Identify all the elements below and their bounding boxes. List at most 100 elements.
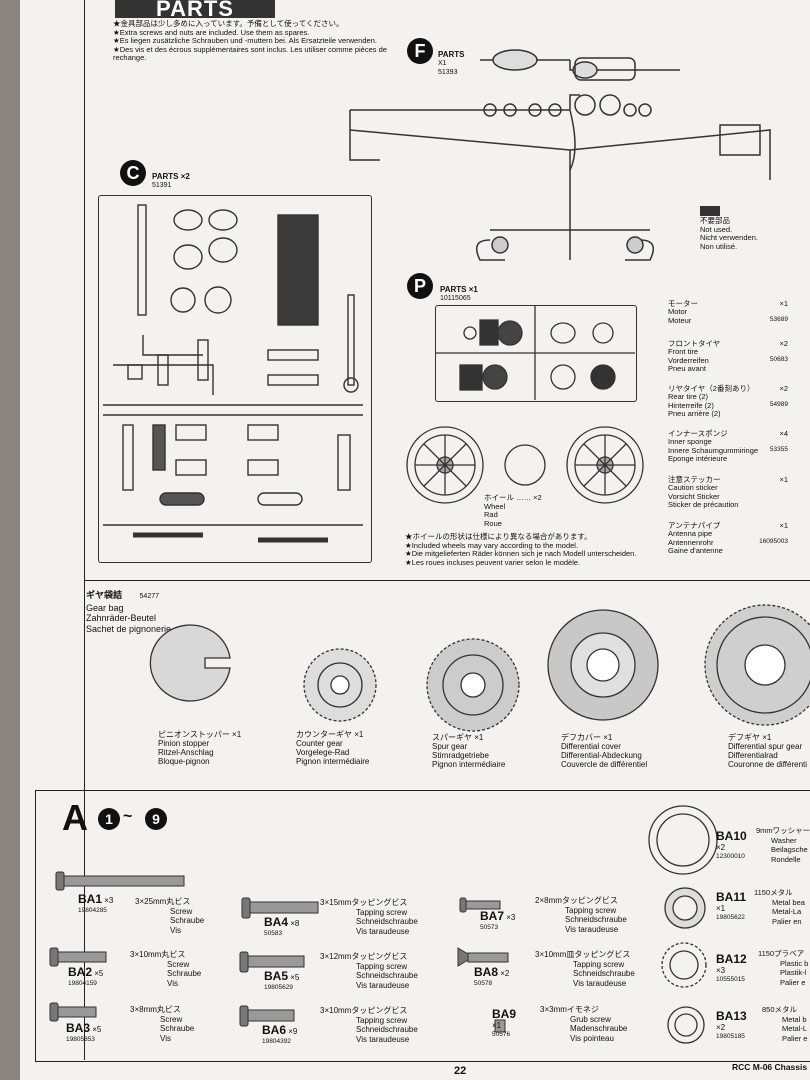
ba7-jp: 2×8mmタッピングビス [535, 896, 618, 905]
item-sticker-qty: ×1 [779, 475, 788, 484]
gear-bag-de: Zahnräder-Beutel [86, 613, 157, 623]
ba4-num: 50583 [264, 929, 283, 937]
item-front-tire-code: 50683 [769, 356, 788, 363]
ba13-num: 19805185 [716, 1033, 745, 1040]
gear-diff-cover: デフカバー ×1 Differential cover Differential… [561, 733, 647, 769]
item-motor: モーター Motor Moteur ×1 53689 [668, 299, 788, 325]
parts-f-code: 51393 [438, 69, 458, 76]
ba8-num: 50578 [474, 979, 493, 987]
ba10-qty: ×2 [716, 842, 726, 852]
gear-diffspur-de: Differentialrad [728, 751, 778, 760]
gear-spur-de: Stirnradgetriebe [432, 751, 489, 760]
ba5-de: Schneidschraube [356, 971, 418, 980]
item-motor-qty: ×1 [779, 299, 788, 308]
page-number: 22 [454, 1065, 467, 1077]
ba2-de: Schraube [167, 969, 202, 978]
parts-p-badge: P [407, 273, 433, 299]
gear-diffspur-en: Differential spur gear [728, 742, 803, 751]
ba4-de: Schneidschraube [356, 917, 418, 926]
gear-spur-en: Spur gear [432, 742, 468, 751]
parts-c-title: PARTS ×2 [152, 172, 190, 181]
wheel-fr: Roue [484, 518, 502, 528]
ba11-qty: ×1 [716, 903, 726, 913]
ba10-de: Beilagsche [771, 845, 808, 854]
ba10-jp: 9mmワッシャー [756, 826, 810, 835]
ba12-code: BA12 [716, 952, 747, 966]
ba2-fr: Vis [167, 978, 178, 988]
ba12-de: Plastik-l [780, 968, 807, 977]
ba5-en: Tapping screw [356, 961, 408, 971]
ba3-jp: 3×8mm丸ビス [130, 1005, 181, 1014]
ba5-fr: Vis taraudeuse [356, 980, 410, 990]
step-from-badge: 1 [98, 808, 120, 830]
gear-pinion-fr: Bloque-pignon [158, 757, 210, 766]
ba6-de: Schneidschraube [356, 1025, 418, 1034]
gear-diffcover-en: Differential cover [561, 742, 621, 751]
item-front-tire-de: Vorderreifen [668, 355, 709, 365]
gear-spur: スパーギヤ ×1 Spur gear Stirnradgetriebe Pign… [432, 733, 505, 769]
note-fr: ★Des vis et des écrous supplémentaires s… [113, 44, 387, 63]
ba11-fr: Palier en [772, 916, 802, 926]
ba4-en: Tapping screw [356, 907, 408, 917]
ba2-num: 19804159 [68, 979, 97, 987]
item-front-tire: フロントタイヤ Front tire Vorderreifen Pneu ava… [668, 339, 788, 373]
not-used-legend: 不要部品 Not used. Nicht verwenden. Non util… [700, 216, 758, 251]
ba9-code: BA9 [492, 1007, 517, 1021]
ba3-qty: ×5 [92, 1025, 102, 1034]
wheel-note-jp: ★ホイールの形状は仕様により異なる場合があります。 [405, 532, 592, 541]
item-antenna-pipe: アンテナパイプ Antenna pipe Antennenrohr Gaine … [668, 521, 788, 555]
item-sponge-qty: ×4 [779, 429, 788, 438]
parts-f-label: PARTS X1 51393 [438, 50, 465, 77]
item-front-tire-fr: Pneu avant [668, 363, 706, 373]
item-front-tire-en: Front tire [668, 347, 699, 357]
ba6-fr: Vis taraudeuse [356, 1034, 410, 1044]
item-rear-tire-en: Rear tire (2) [668, 392, 709, 402]
not-used-en: Not used. [700, 224, 733, 234]
ba11-en: Metal bea [772, 897, 805, 907]
item-motor-de: Moteur [668, 315, 692, 325]
ba9-jp: 3×3mmイモネジ [540, 1005, 599, 1014]
parts-header: PARTS [115, 0, 275, 18]
wheel-notes: ★ホイールの形状は仕様により異なる場合があります。 ★Included whee… [405, 532, 655, 567]
parts-c-code: 51391 [152, 182, 172, 189]
ba12-num: 10555015 [716, 976, 745, 983]
item-rear-tire-de: Hinterreife (2) [668, 400, 714, 410]
item-rear-tire-qty: ×2 [779, 384, 788, 393]
item-antenna-qty: ×1 [779, 521, 788, 530]
ba13-qty: ×2 [716, 1022, 726, 1032]
ba12-en: Plastic b [780, 958, 809, 968]
item-sticker-de: Vorsicht Sticker [668, 491, 720, 501]
parts-f-sprue-drawing [349, 49, 771, 261]
ba8-qty: ×2 [500, 969, 510, 978]
ba3-de: Schraube [160, 1024, 195, 1033]
gear-diffcover-de: Differential-Abdeckung [561, 751, 642, 760]
item-antenna-code: 16095003 [759, 538, 788, 545]
item-rear-tire-fr: Pneu arrière (2) [668, 408, 721, 418]
note-de: ★Es liegen zusätzliche Schrauben und -mu… [113, 36, 377, 46]
ba2-qty: ×5 [94, 969, 104, 978]
ba4-jp: 3×15mmタッピングビス [320, 898, 408, 907]
ba6-en: Tapping screw [356, 1015, 408, 1025]
item-caution-sticker: 注意ステッカー Caution sticker Vorsicht Sticker… [668, 475, 788, 509]
item-front-tire-jp: フロントタイヤ [668, 339, 721, 348]
parts-f-title: PARTS [438, 50, 465, 59]
model-name: RCC M-06 Chassis [732, 1062, 808, 1072]
step-tilde: ~ [123, 808, 133, 825]
ba7-num: 50573 [480, 923, 499, 931]
section-a-letter: A [62, 797, 88, 838]
ba12-jp: 1150プラベア [758, 949, 805, 958]
wheel-label: ホイール …… ×2 Wheel Rad Roue [484, 493, 542, 528]
wheel-jp: ホイール [484, 493, 514, 502]
item-antenna-fr: Gaine d'antenne [668, 545, 723, 555]
ba11-num: 19805622 [716, 914, 745, 921]
gear-bag-code: 54277 [139, 593, 159, 600]
